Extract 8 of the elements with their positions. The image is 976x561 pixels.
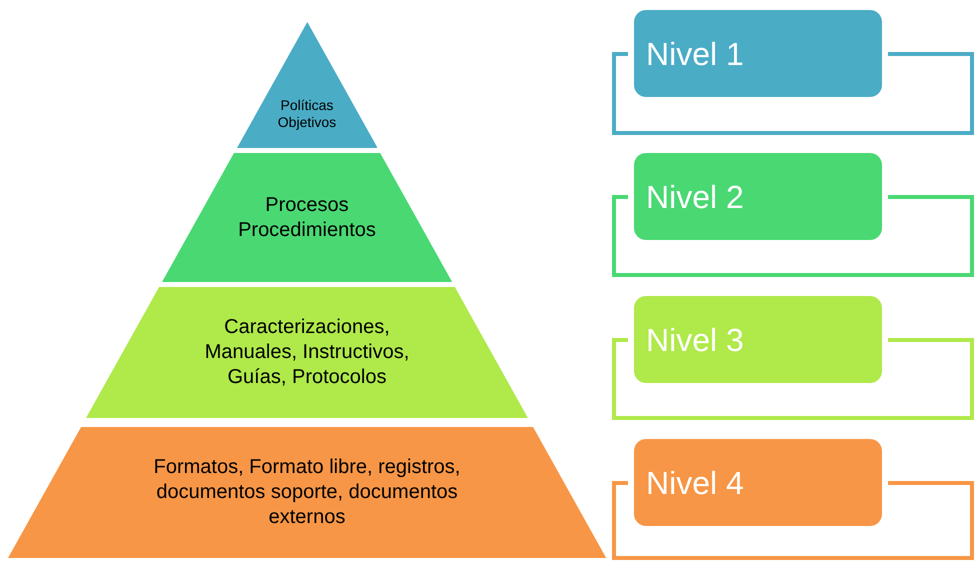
tier-label: Procesos Procedimientos [237, 192, 377, 242]
tier-label: Caracterizaciones, Manuales, Instructivos, Guías, Protocolos [204, 315, 410, 390]
level-box: Nivel 3 [634, 296, 882, 383]
level-box: Nivel 2 [634, 153, 882, 240]
level-box: Nivel 4 [634, 439, 882, 526]
tier-label: Políticas Objetivos [276, 96, 338, 132]
level-box: Nivel 1 [634, 10, 882, 97]
tier-label: Formatos, Formato libre, registros, documentos soporte, documentos externos [152, 455, 462, 530]
